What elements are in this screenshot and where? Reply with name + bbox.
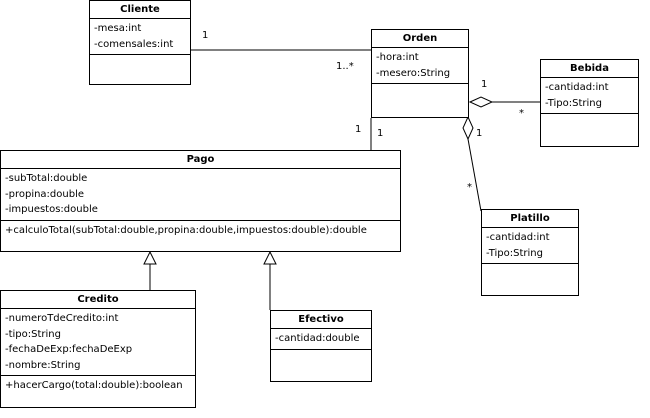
attributes-compartment: -mesa:int -comensales:int <box>90 19 190 55</box>
multiplicity-label: 1 <box>476 128 483 139</box>
aggregation-diamond-platillo <box>462 115 474 141</box>
operation: +hacerCargo(total:double):boolean <box>5 380 183 391</box>
attribute: -nombre:String <box>5 359 81 371</box>
attribute: -propina:double <box>5 188 85 200</box>
attributes-compartment: -cantidad:double <box>271 329 371 350</box>
class-name: Credito <box>1 291 195 309</box>
class-name: Pago <box>1 151 400 169</box>
multiplicity-label: 1 <box>202 30 209 41</box>
class-name: Efectivo <box>271 311 371 329</box>
generalization-arrow-credito <box>143 250 157 265</box>
operations-compartment: +calculoTotal(subTotal:double,propina:do… <box>1 221 400 252</box>
class-platillo[interactable]: Platillo -cantidad:int -Tipo:String <box>481 209 579 296</box>
attribute: -tipo:String <box>5 328 61 340</box>
multiplicity-label: 1 <box>355 124 362 135</box>
attribute: -subTotal:double <box>5 173 88 184</box>
attribute: -mesero:String <box>376 67 451 79</box>
operations-compartment <box>90 55 190 84</box>
class-efectivo[interactable]: Efectivo -cantidad:double <box>270 310 372 382</box>
multiplicity-label: * <box>467 182 472 193</box>
operation: +calculoTotal(subTotal:double,propina:do… <box>5 224 367 236</box>
attribute: -fechaDeExp:fechaDeExp <box>5 344 133 355</box>
generalization-arrow-efectivo <box>263 250 277 265</box>
attribute: -numeroTdeCredito:int <box>5 313 119 324</box>
class-cliente[interactable]: Cliente -mesa:int -comensales:int <box>89 0 191 85</box>
attribute: -Tipo:String <box>545 97 602 109</box>
attributes-compartment: -cantidad:int -Tipo:String <box>541 78 638 114</box>
attribute: -mesa:int <box>94 23 142 34</box>
attribute: -comensales:int <box>94 38 174 50</box>
class-name: Bebida <box>541 60 638 78</box>
aggregation-orden-platillo <box>467 138 482 212</box>
aggregation-diamond-bebida <box>468 96 494 108</box>
multiplicity-label: 1 <box>377 128 384 139</box>
multiplicity-label: 1 <box>481 79 488 90</box>
attributes-compartment: -hora:int -mesero:String <box>372 48 468 84</box>
attribute: -impuestos:double <box>5 204 98 215</box>
class-pago[interactable]: Pago -subTotal:double -propina:double -i… <box>0 150 401 252</box>
class-name: Platillo <box>482 210 578 228</box>
attributes-compartment: -cantidad:int -Tipo:String <box>482 228 578 264</box>
attribute: -Tipo:String <box>486 247 543 259</box>
operations-compartment <box>271 350 371 382</box>
operations-compartment: +hacerCargo(total:double):boolean <box>1 376 195 407</box>
attribute: -hora:int <box>376 52 419 63</box>
attributes-compartment: -numeroTdeCredito:int -tipo:String -fech… <box>1 309 195 376</box>
class-name: Orden <box>372 30 468 48</box>
attribute: -cantidad:int <box>545 82 609 93</box>
class-name: Cliente <box>90 1 190 19</box>
multiplicity-label: * <box>519 108 524 119</box>
attribute: -cantidad:double <box>275 333 360 344</box>
operations-compartment <box>541 114 638 146</box>
class-orden[interactable]: Orden -hora:int -mesero:String <box>371 29 469 118</box>
class-credito[interactable]: Credito -numeroTdeCredito:int -tipo:Stri… <box>0 290 196 408</box>
operations-compartment <box>372 84 468 117</box>
attributes-compartment: -subTotal:double -propina:double -impues… <box>1 169 400 221</box>
operations-compartment <box>482 264 578 295</box>
attribute: -cantidad:int <box>486 232 550 243</box>
class-bebida[interactable]: Bebida -cantidad:int -Tipo:String <box>540 59 639 147</box>
multiplicity-label: 1..* <box>336 61 354 72</box>
